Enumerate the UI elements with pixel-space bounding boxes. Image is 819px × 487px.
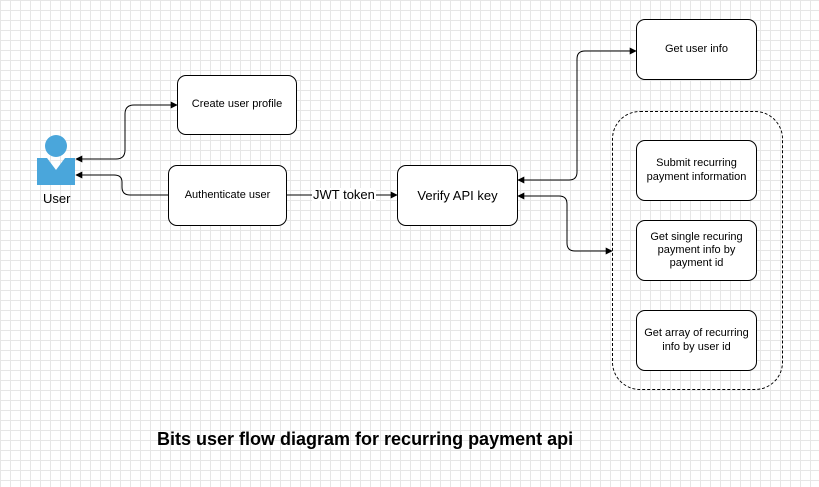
authenticate-user-node[interactable]: Authenticate user [168,165,287,226]
edge-create-profile-user [75,101,178,163]
user-icon [37,135,75,185]
diagram-title: Bits user flow diagram for recurring pay… [157,429,574,449]
get-single-payment-node[interactable]: Get single recuring payment info by paym… [636,220,757,281]
edge-verify-get-user-info [517,47,637,184]
user-actor-label: User [43,191,71,206]
get-user-info-node[interactable]: Get user info [636,19,757,80]
create-user-profile-node[interactable]: Create user profile [177,75,297,135]
verify-api-key-node[interactable]: Verify API key [397,165,518,226]
edge-verify-payments-group [517,192,613,255]
submit-recurring-payment-node[interactable]: Submit recurring payment information [636,140,757,201]
get-array-payments-node[interactable]: Get array of recurring info by user id [636,310,757,371]
edge-authenticate-user [75,171,168,196]
jwt-token-label: JWT token [312,187,376,202]
payment-endpoints-group [612,111,783,390]
